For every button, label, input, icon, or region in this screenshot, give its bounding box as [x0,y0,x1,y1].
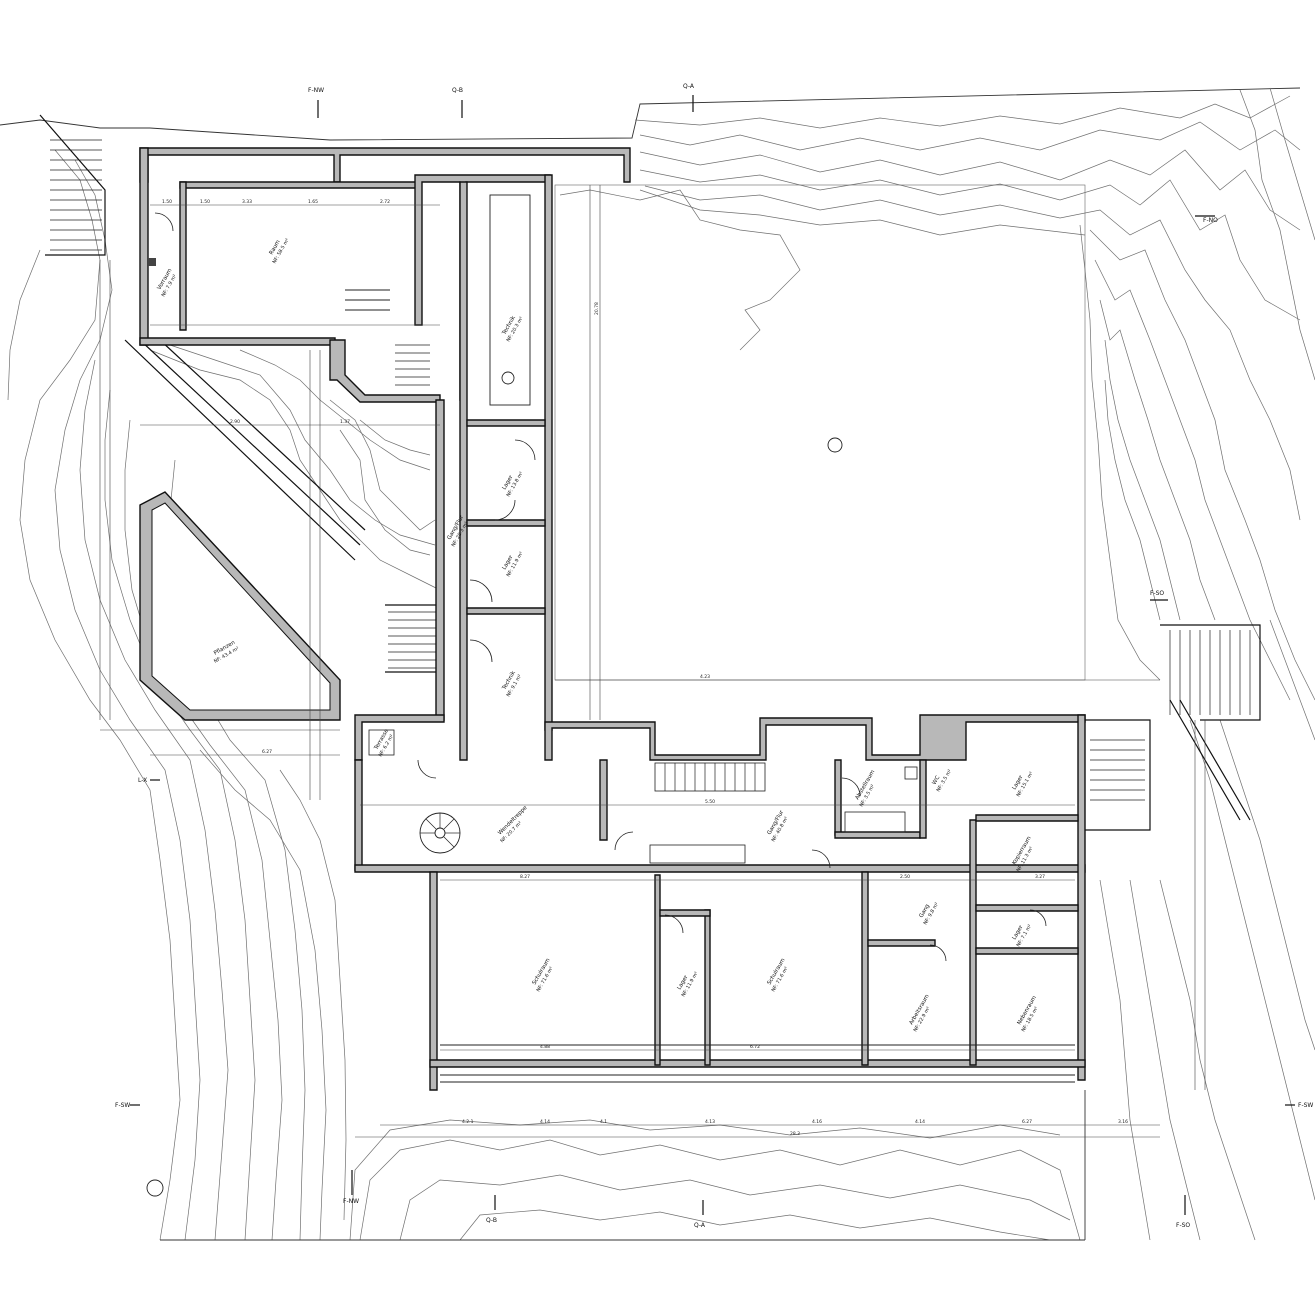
room-label: Lager NF: 7.1 m² [1012,923,1034,948]
stair-southeast-entry [1085,719,1151,831]
room-label: Raum NF: 58.5 m² [269,237,291,264]
room-label: Gang NF: 9.8 m² [919,901,941,926]
dim-text: 4.14 [915,1119,925,1125]
section-marker: Q-B [452,87,463,118]
dim-text: 1.65 [308,199,318,205]
section-marker: Q-A [694,1200,706,1229]
basin-circle [501,371,515,385]
svg-text:Q-B: Q-B [452,87,463,94]
court-marker-circle [827,437,843,453]
room-label: Vorraum NF: 7.9 m² [157,268,179,298]
room-label: Technik NF: 20.3 m² [501,315,525,343]
room-label: WC NF: 3.5 m² [932,768,954,793]
section-marker: F-SO [1150,590,1168,601]
room-label: Lager NF: 11.9 m² [502,551,525,578]
dim-text: 4.16 [812,1119,822,1125]
stair-outdoor-small [385,604,441,673]
dim-text: 8.27 [520,874,530,880]
section-marker: F-SW [1285,1102,1313,1109]
tree-circle [146,1179,164,1197]
dim-text: 28.3 [790,1131,800,1137]
dim-text: 6.27 [262,749,272,755]
dim-text: 2.72 [380,199,390,205]
dim-text: 3.33 [242,199,252,205]
room-label: Lager NF: 11.9 m² [677,971,700,998]
dim-text: 6.27 [1022,1119,1032,1125]
stair-north-west [39,114,106,256]
building-walls [139,147,1086,1091]
room-label: Lager NF: 15.1 m² [1012,771,1035,798]
section-marker: F-NW [343,1170,359,1205]
room-label: Lager NF: 13.8 m² [502,471,525,498]
dim-text: 3.16 [1118,1119,1128,1125]
dim-text: 4.13 [705,1119,715,1125]
room-label: Abstellraum NF: 3.5 m² [855,769,877,808]
svg-text:F-SW: F-SW [115,1102,130,1109]
dim-text: 4.14 [540,1119,550,1125]
dim-text: 2.90 [230,419,240,425]
dim-text: 6.72 [750,1044,760,1050]
dim-text: 20.78 [594,302,600,315]
dim-text: 1.37 [340,419,350,425]
dimension-texts: 1.50 1.50 3.33 1.65 2.72 20.78 4.23 28.3… [162,199,1128,1137]
svg-text:Q-B: Q-B [486,1217,497,1224]
dim-text: 3.27 [1035,874,1045,880]
svg-text:F-SW: F-SW [1298,1102,1313,1109]
room-label: Terrasse NF: 6.2 m² [373,728,395,758]
svg-text:L-X: L-X [138,777,147,784]
room-label: Technik NF: 9.1 m² [501,670,523,698]
svg-text:F-NO: F-NO [1203,217,1218,224]
courtyard-outline [554,184,1086,681]
room-label: Schulraum NF: 71.6 m² [532,957,555,993]
dim-text: 1.50 [200,199,210,205]
svg-text:Q-A: Q-A [683,83,695,90]
svg-text:F-NW: F-NW [308,87,324,94]
svg-text:WC: WC [932,775,942,786]
room-label: Gang/Flur NF: 40.8 m² [767,809,790,843]
section-marker: F-NO [1195,215,1218,224]
dim-text: 4.2.1 [462,1119,474,1125]
svg-text:Q-A: Q-A [694,1222,706,1229]
section-marker: L-X [138,777,160,784]
stair-ramp-diagonal [124,339,366,561]
svg-text:F-NW: F-NW [343,1198,359,1205]
section-markers: F-NW Q-B Q-A F-NO F-SO L-X F-SW F-SW [115,83,1313,1229]
terrain-contours [0,87,1315,1241]
interior-details [148,194,1075,1083]
room-label: Arbeitsraum NF: 22.9 m² [909,994,932,1033]
dim-text: 1.50 [162,199,172,205]
section-marker: F-NW [308,87,324,118]
room-label: Nebenraum NF: 18.5 m² [1017,995,1040,1033]
section-marker: Q-B [486,1195,497,1224]
dim-text: 4.1 [600,1119,607,1125]
svg-text:F-SO: F-SO [1150,590,1164,597]
room-label: Schulraum NF: 71.6 m² [767,957,790,993]
dim-text: 4.88 [540,1044,550,1050]
stair-east [1160,624,1261,821]
section-marker: F-SW [115,1102,140,1109]
section-marker: Q-A [683,83,695,112]
dim-text: 4.23 [700,674,710,680]
svg-text:F-SO: F-SO [1176,1222,1190,1229]
dimension-lines [99,185,1206,1138]
dim-text: 5.50 [705,799,715,805]
section-marker: F-SO [1176,1195,1190,1229]
planter-triangle [139,491,341,721]
room-label: Wendeltreppe NF: 20.7 m² [497,805,529,845]
dim-text: 2.50 [900,874,910,880]
